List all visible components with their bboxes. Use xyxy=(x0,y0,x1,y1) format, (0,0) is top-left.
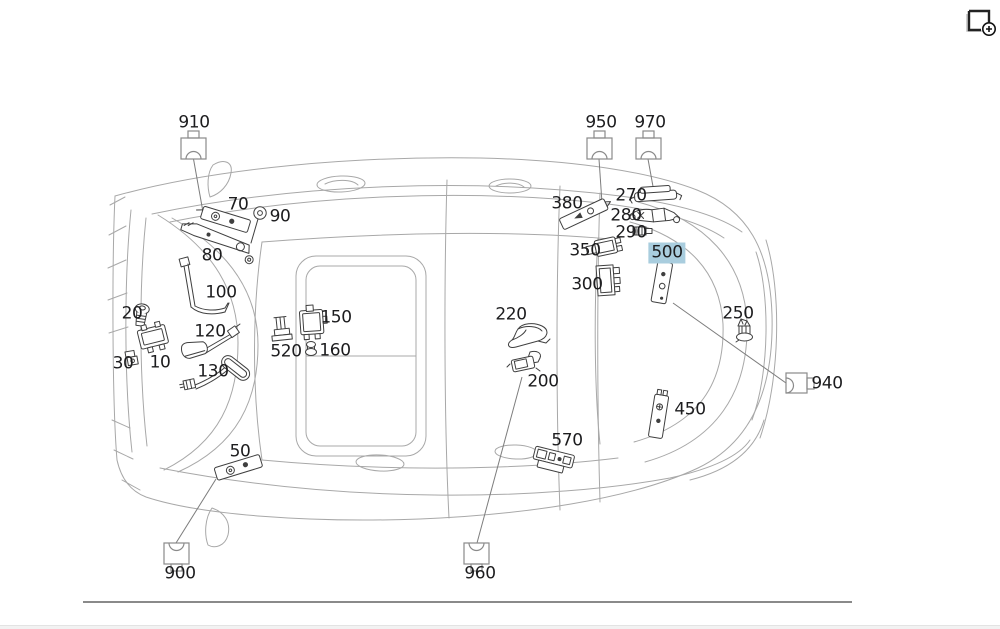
part-50-antenna-amplifier[interactable] xyxy=(213,454,263,481)
callout-130[interactable]: 130 xyxy=(197,361,229,382)
callout-50[interactable]: 50 xyxy=(229,441,251,462)
part-380-antenna-amplifier[interactable] xyxy=(559,196,613,230)
car-top-view-illustration xyxy=(107,157,778,548)
part-90-screw[interactable] xyxy=(250,206,267,244)
part-350-module[interactable] xyxy=(585,236,624,259)
bottom-divider xyxy=(83,601,852,603)
part-280-bracket[interactable] xyxy=(629,207,681,224)
part-70-roof-antenna-amplifier[interactable] xyxy=(194,204,251,233)
part-570-module[interactable] xyxy=(531,445,575,475)
part-100-rod-antenna[interactable] xyxy=(178,256,230,315)
part-450-antenna-amplifier[interactable] xyxy=(648,388,670,439)
callout-20[interactable]: 20 xyxy=(121,303,143,324)
callout-100[interactable]: 100 xyxy=(205,282,237,303)
callout-70[interactable]: 70 xyxy=(227,194,249,215)
callout-90[interactable]: 90 xyxy=(269,206,291,227)
callout-350[interactable]: 350 xyxy=(569,240,601,261)
callout-450[interactable]: 450 xyxy=(674,399,706,420)
connector-icon-950 xyxy=(586,130,613,160)
part-160-grommet[interactable] xyxy=(305,341,317,356)
callout-300[interactable]: 300 xyxy=(571,274,603,295)
callout-30[interactable]: 30 xyxy=(112,353,134,374)
part-500-antenna-amplifier-selected[interactable] xyxy=(650,260,673,305)
callout-900[interactable]: 900 xyxy=(164,563,196,584)
part-300-mounting-frame[interactable] xyxy=(595,264,621,297)
connector-icon-970 xyxy=(635,130,662,160)
callout-150[interactable]: 150 xyxy=(320,307,352,328)
callout-270[interactable]: 270 xyxy=(615,185,647,206)
part-120-gps-antenna[interactable] xyxy=(180,323,241,360)
callout-940[interactable]: 940 xyxy=(811,373,843,394)
callout-910[interactable]: 910 xyxy=(178,112,210,133)
callout-250[interactable]: 250 xyxy=(722,303,754,324)
part-130-antenna-cable[interactable] xyxy=(179,353,252,391)
callout-520[interactable]: 520 xyxy=(270,341,302,362)
part-520-connector-pins[interactable] xyxy=(270,316,293,342)
part-150-module[interactable] xyxy=(298,304,328,341)
callout-960[interactable]: 960 xyxy=(464,563,496,584)
part-20-screw[interactable] xyxy=(133,303,150,327)
callout-200[interactable]: 200 xyxy=(527,371,559,392)
part-220-roof-fin-cover[interactable] xyxy=(508,323,551,348)
part-10-control-module[interactable] xyxy=(136,320,170,354)
part-290-connector[interactable] xyxy=(632,226,653,236)
bottom-edge-strip xyxy=(0,625,1000,629)
callout-80[interactable]: 80 xyxy=(201,245,223,266)
connector-icon-940 xyxy=(785,372,815,394)
callout-120[interactable]: 120 xyxy=(194,321,226,342)
part-200-roof-antenna-base[interactable] xyxy=(506,350,541,373)
callout-160[interactable]: 160 xyxy=(319,340,351,361)
callout-10[interactable]: 10 xyxy=(149,352,171,373)
part-270-roof-rail-part[interactable] xyxy=(629,184,683,204)
callout-380[interactable]: 380 xyxy=(551,193,583,214)
leader-lines xyxy=(175,158,787,544)
connector-symbols xyxy=(163,130,815,572)
callout-950[interactable]: 950 xyxy=(585,112,617,133)
add-document-icon[interactable] xyxy=(966,9,996,36)
callout-290[interactable]: 290 xyxy=(615,222,647,243)
callout-570[interactable]: 570 xyxy=(551,430,583,451)
callout-280[interactable]: 280 xyxy=(610,205,642,226)
callout-220[interactable]: 220 xyxy=(495,304,527,325)
connector-icon-960 xyxy=(463,542,490,572)
callout-500-selected[interactable]: 500 xyxy=(648,242,686,264)
callout-970[interactable]: 970 xyxy=(634,112,666,133)
connector-icon-900 xyxy=(163,542,190,572)
connector-icon-910 xyxy=(180,130,207,160)
part-250-fastener[interactable] xyxy=(735,318,753,343)
part-30-clip[interactable] xyxy=(124,349,139,367)
part-80-antenna-bracket[interactable] xyxy=(177,220,259,265)
